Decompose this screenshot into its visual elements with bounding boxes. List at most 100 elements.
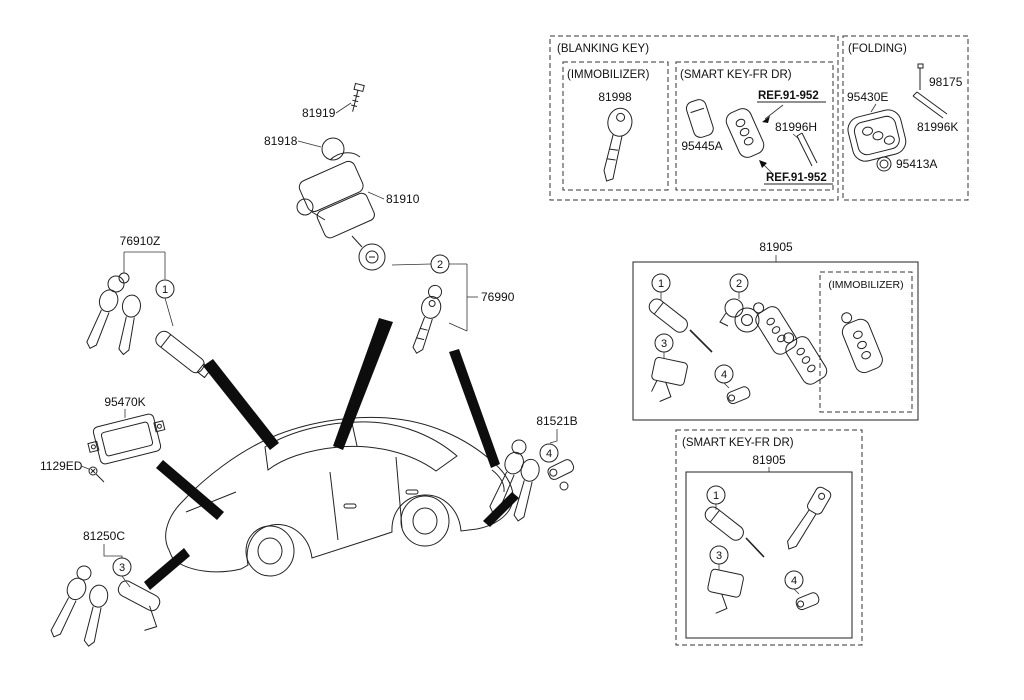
bracket-line [103,544,123,558]
key-head [807,486,832,515]
key-set-drawing [50,565,109,647]
cylinder-body [155,330,205,374]
key-blade [83,606,102,647]
glovebox-lock-group: 81521B 4 [489,414,578,522]
ring-inner [879,159,889,169]
blank-key-number: 81998 [598,90,632,104]
fob-button [771,326,781,334]
tab-hole [156,423,162,429]
card-key-line [690,107,705,114]
ref-arrowhead [759,160,767,168]
key-head [504,451,524,475]
screw-drawing [88,466,105,483]
ring-number: 95413A [896,157,937,171]
blade-edge [796,135,813,167]
fob-button [796,347,805,356]
snap-ring-drawing [321,137,345,161]
lock-arm [659,382,672,402]
callout-2: 2 [736,278,742,290]
leader-line [80,465,90,470]
bracket-line [549,429,558,444]
key-ring-hole [428,300,436,308]
module-number: 95470K [104,395,145,409]
callout-3: 3 [716,550,722,562]
small-cylinder-drawing [726,386,751,405]
card-key-drawing [685,99,714,138]
door-handle [405,489,419,495]
front-wheel [400,495,450,547]
fob-button [739,127,750,137]
callout-2: 2 [437,259,443,271]
key-ring [511,439,527,455]
callout-1: 1 [162,284,168,296]
fob-body [725,108,765,158]
leader-line [870,103,877,113]
blade-edge [916,91,948,115]
snap-ring-number: 81918 [264,134,298,148]
key-head [121,294,141,318]
key-drawing [83,584,109,647]
door-lock-set-group: 76910Z 1 [86,234,212,379]
smart-set-panel: (SMART KEY-FR DR) 81905 1 3 4 [675,429,863,646]
blanking-key-box [549,35,839,201]
lock-lever [651,380,658,392]
smart-key-box [675,61,834,191]
fob-button [777,334,786,343]
bolt-number: 81919 [302,106,336,120]
key-head [98,289,119,313]
leader-line [367,191,385,200]
assembly-link [351,235,363,248]
front-wheel-hub [412,507,438,535]
fob-button [766,317,775,326]
pin-number: 98175 [929,75,963,89]
ignition-group: 81919 81918 81910 2 7 [264,82,515,354]
key-set-drawing [86,272,141,356]
fob-blade-number: 81996H [775,120,817,134]
fob-body [755,306,798,355]
cylinder-face [797,600,805,608]
blanking-key-title: (BLANKING KEY) [557,43,649,55]
callout-4: 4 [721,369,727,381]
folding-panel: (FOLDING) 98175 95430E 81996K 95413A [842,35,969,201]
blanking-key-panel: (BLANKING KEY) (IMMOBILIZER) 81998 (SMAR… [549,35,839,201]
ref-label-top: REF.91-952 [758,90,819,102]
ref-arrowhead [762,116,770,123]
immobilizer-title: (IMMOBILIZER) [567,69,650,81]
immobilizer-title: (IMMOBILIZER) [828,279,903,291]
module-tab [153,420,166,433]
key-drawing [118,294,141,356]
key-ring-hole [818,492,826,500]
door-key-number: 76990 [481,290,515,304]
cylinder-face [549,468,558,477]
ref-label-bottom: REF.91-952 [766,172,827,184]
key-head [520,458,540,482]
ring-drawing [876,156,892,172]
door-lock-set-number: 76910Z [120,234,161,248]
key-head [89,584,109,608]
fob-button [801,356,811,364]
folding-key-fob-drawing [847,109,907,162]
key-blade [86,309,110,349]
callout-1: 1 [658,278,664,290]
cylinder-body [547,459,575,480]
cylinder-body [117,580,161,612]
key-notch [606,158,616,161]
pointer-wedge-front-door [203,359,279,450]
leader-line [121,575,131,588]
cylinder-body [704,506,744,541]
cylinder-line [160,334,172,348]
rear-wheel [245,525,295,577]
fob-blade-drawing [796,132,818,167]
assembly-boss [296,198,314,216]
module-face [100,421,154,457]
assembly-housing-upper [298,160,364,212]
trunk-lock-group: 81250C 3 [50,529,161,647]
lock-arm [715,593,728,614]
immobilizer-subpanel: (IMMOBILIZER) 81998 [562,61,669,191]
pointer-wedge-glovebox [483,492,519,527]
trunk-lock-number: 81250C [83,529,125,543]
cylinder-tab [719,312,729,327]
ignition-lock-assembly-drawing [296,152,386,271]
fob-button [872,131,884,141]
cylinder-body [648,298,688,333]
